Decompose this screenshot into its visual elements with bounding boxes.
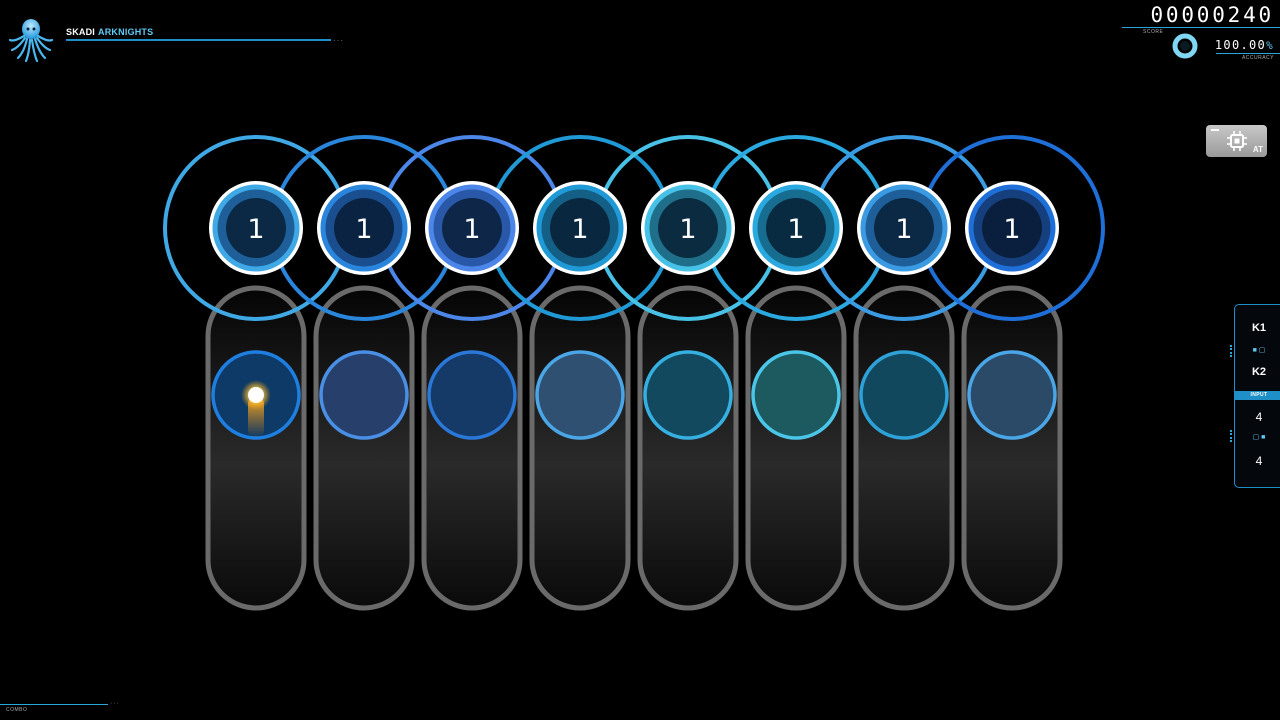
cursor: [241, 380, 271, 438]
hit-circle-core: [334, 198, 394, 258]
key-k2-count: 4: [1255, 454, 1263, 468]
hit-circle-core: [874, 198, 934, 258]
key-k2-label: K2: [1251, 366, 1267, 378]
input-label: INPUT: [1250, 392, 1268, 398]
lane-3: [421, 285, 523, 611]
hit-circle-number: 1: [679, 214, 696, 245]
cursor-core: [248, 387, 264, 403]
key-k1-label: K1: [1251, 322, 1267, 334]
song-progress-bar: [66, 39, 331, 41]
accuracy-label: ACCURACY: [1241, 55, 1274, 61]
hit-circle-1[interactable]: 1: [209, 181, 303, 275]
hit-circle-5[interactable]: 1: [641, 181, 735, 275]
hit-circle-number: 1: [787, 214, 804, 245]
hit-circle-core: [550, 198, 610, 258]
hit-circle-number: 1: [1003, 214, 1020, 245]
lane-receptor-8[interactable]: [967, 350, 1057, 440]
hit-circle-number: 1: [571, 214, 588, 245]
hit-circle-number: 1: [463, 214, 480, 245]
lane-receptor-7[interactable]: [859, 350, 949, 440]
octopus-icon: [6, 14, 56, 64]
hit-circle-core: [226, 198, 286, 258]
accuracy-value: 100.00: [1214, 38, 1267, 52]
score-counter: 00000240: [1150, 3, 1274, 27]
lane-1: [205, 285, 307, 611]
key-overlay: K1 ■ ▢ K2 INPUT 4 ▢ ■ 4: [1234, 304, 1280, 488]
accuracy-divider: [1216, 53, 1280, 54]
lane-2: [313, 285, 415, 611]
accuracy-readout: 100.00%: [1215, 38, 1274, 52]
hit-circle-number: 1: [895, 214, 912, 245]
lane-receptor-4[interactable]: [535, 350, 625, 440]
hit-circle-core: [658, 198, 718, 258]
key-overlay-dots: [1230, 430, 1232, 442]
autoplay-button[interactable]: AT: [1206, 125, 1267, 157]
input-header: INPUT: [1235, 391, 1280, 400]
accuracy-unit: %: [1266, 39, 1274, 52]
hit-circle-number: 1: [355, 214, 372, 245]
lane-7: [853, 285, 955, 611]
lane-4: [529, 285, 631, 611]
accuracy-ring-icon: [1171, 32, 1199, 60]
score-divider: [1122, 27, 1280, 28]
hit-circle-number: 1: [247, 214, 264, 245]
autoplay-button-bar: [1211, 129, 1219, 131]
key-k1-indicator-icon: ■ ▢: [1252, 347, 1266, 354]
hit-circle-6[interactable]: 1: [749, 181, 843, 275]
hit-circle-core: [766, 198, 826, 258]
lane-6: [745, 285, 847, 611]
key-overlay-dots: [1230, 345, 1232, 357]
lane-5: [637, 285, 739, 611]
combo-dots: ···: [110, 700, 120, 707]
key-k1-count: 4: [1255, 410, 1263, 424]
song-name: ARKNIGHTS: [98, 27, 154, 37]
autoplay-label: AT: [1252, 145, 1263, 154]
hit-circle-3[interactable]: 1: [425, 181, 519, 275]
hit-circle-7[interactable]: 1: [857, 181, 951, 275]
hit-circle-core: [982, 198, 1042, 258]
score-label: SCORE: [1143, 29, 1164, 35]
hit-circle-core: [442, 198, 502, 258]
combo-label: COMBO: [6, 707, 28, 713]
lane-receptor-3[interactable]: [427, 350, 517, 440]
hit-circle-4[interactable]: 1: [533, 181, 627, 275]
hit-circle-2[interactable]: 1: [317, 181, 411, 275]
lane-8: [961, 285, 1063, 611]
cpu-chip-icon: [1227, 131, 1247, 151]
key-k2-indicator-icon: ▢ ■: [1252, 434, 1266, 441]
song-progress-dots: ···: [333, 36, 344, 45]
lane-receptor-5[interactable]: [643, 350, 733, 440]
combo-divider: [0, 704, 108, 705]
song-artist: SKADI: [66, 27, 96, 37]
lane-receptor-2[interactable]: [319, 350, 409, 440]
lane-receptor-6[interactable]: [751, 350, 841, 440]
hit-circle-8[interactable]: 1: [965, 181, 1059, 275]
